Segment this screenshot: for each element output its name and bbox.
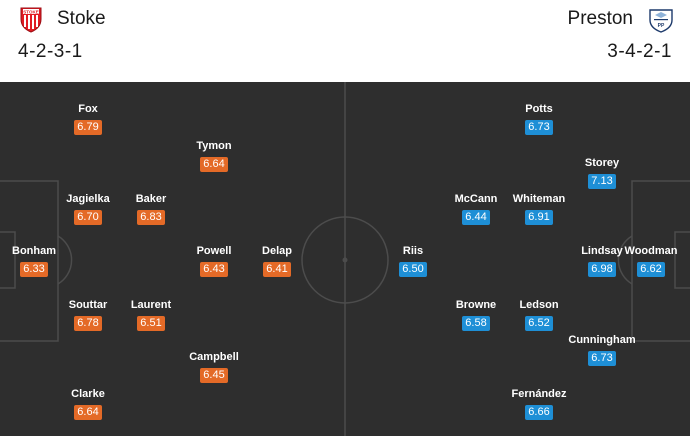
player-rating: 6.78: [74, 316, 102, 331]
player-name: Lindsay: [581, 245, 623, 257]
player-card-whiteman[interactable]: Whiteman 6.91: [504, 193, 574, 225]
player-card-tymon[interactable]: Tymon 6.64: [179, 140, 249, 172]
player-card-delap[interactable]: Delap 6.41: [242, 245, 312, 277]
player-name: Fernández: [511, 388, 567, 400]
player-card-souttar[interactable]: Souttar 6.78: [53, 299, 123, 331]
player-name: Potts: [525, 103, 553, 115]
away-formation: 3-4-2-1: [607, 41, 672, 62]
player-rating: 6.66: [525, 405, 553, 420]
player-name: Fox: [78, 103, 98, 115]
player-name: Bonham: [12, 245, 56, 257]
player-rating: 6.98: [588, 262, 616, 277]
player-rating: 6.52: [525, 316, 553, 331]
player-card-baker[interactable]: Baker 6.83: [116, 193, 186, 225]
player-rating: 6.50: [399, 262, 427, 277]
player-rating: 6.79: [74, 120, 102, 135]
player-card-woodman[interactable]: Woodman 6.62: [616, 245, 686, 277]
player-rating: 6.45: [200, 368, 228, 383]
player-rating: 6.41: [263, 262, 291, 277]
player-rating: 6.91: [525, 210, 553, 225]
player-card-ledson[interactable]: Ledson 6.52: [504, 299, 574, 331]
svg-text:PP: PP: [658, 23, 665, 29]
player-rating: 6.64: [74, 405, 102, 420]
player-name: Clarke: [71, 388, 105, 400]
preston-north-end-crest-icon: PP: [649, 9, 673, 33]
home-team-name[interactable]: Stoke: [57, 8, 106, 29]
player-name: Delap: [262, 245, 292, 257]
player-rating: 6.73: [588, 351, 616, 366]
player-card-fernandez[interactable]: Fernández 6.66: [494, 388, 584, 420]
player-rating: 7.13: [588, 174, 616, 189]
player-card-mccann[interactable]: McCann 6.44: [441, 193, 511, 225]
player-card-storey[interactable]: Storey 7.13: [567, 157, 637, 189]
player-name: McCann: [454, 193, 498, 205]
football-pitch: Bonham 6.33 Fox 6.79 Jagielka 6.70 Soutt…: [0, 82, 690, 436]
player-rating: 6.73: [525, 120, 553, 135]
player-card-cunningham[interactable]: Cunningham 6.73: [547, 334, 657, 366]
player-rating: 6.51: [137, 316, 165, 331]
player-name: Tymon: [196, 140, 232, 152]
player-name: Souttar: [68, 299, 108, 311]
player-name: Riis: [402, 245, 424, 257]
player-card-browne[interactable]: Browne 6.58: [441, 299, 511, 331]
player-name: Ledson: [519, 299, 559, 311]
player-card-laurent[interactable]: Laurent 6.51: [116, 299, 186, 331]
player-rating: 6.43: [200, 262, 228, 277]
player-rating: 6.44: [462, 210, 490, 225]
player-name: Whiteman: [512, 193, 566, 205]
home-formation: 4-2-3-1: [18, 41, 83, 62]
pitch-markings: [0, 82, 690, 436]
player-card-lindsay[interactable]: Lindsay 6.98: [567, 245, 637, 277]
player-card-riis[interactable]: Riis 6.50: [378, 245, 448, 277]
player-rating: 6.83: [137, 210, 165, 225]
player-card-clarke[interactable]: Clarke 6.64: [53, 388, 123, 420]
player-name: Storey: [584, 157, 620, 169]
player-card-potts[interactable]: Potts 6.73: [504, 103, 574, 135]
player-rating: 6.33: [20, 262, 48, 277]
svg-text:STOKE: STOKE: [23, 9, 38, 14]
player-name: Jagielka: [66, 193, 110, 205]
player-card-jagielka[interactable]: Jagielka 6.70: [53, 193, 123, 225]
player-name: Baker: [135, 193, 167, 205]
player-rating: 6.62: [637, 262, 665, 277]
player-name: Browne: [455, 299, 497, 311]
player-rating: 6.64: [200, 157, 228, 172]
player-name: Laurent: [130, 299, 172, 311]
stoke-city-crest-icon: STOKE: [20, 7, 42, 33]
player-rating: 6.70: [74, 210, 102, 225]
player-card-campbell[interactable]: Campbell 6.45: [179, 351, 249, 383]
player-name: Powell: [196, 245, 232, 257]
away-team-name[interactable]: Preston: [567, 8, 633, 29]
player-card-powell[interactable]: Powell 6.43: [179, 245, 249, 277]
player-rating: 6.58: [462, 316, 490, 331]
player-name: Campbell: [189, 351, 239, 363]
lineup-header: STOKE Stoke 4-2-3-1 Preston 3-4-2-1 PP: [0, 0, 690, 83]
player-name: Cunningham: [568, 334, 636, 346]
player-card-bonham[interactable]: Bonham 6.33: [0, 245, 69, 277]
player-name: Woodman: [624, 245, 678, 257]
player-card-fox[interactable]: Fox 6.79: [53, 103, 123, 135]
